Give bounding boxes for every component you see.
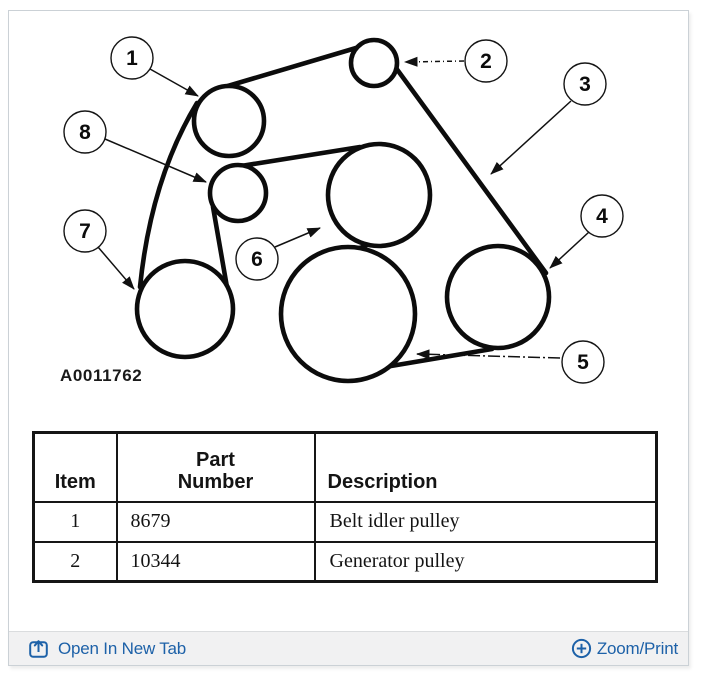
zoom-print-button[interactable]: Zoom/Print xyxy=(571,638,678,659)
callout-arrow-7 xyxy=(97,246,135,290)
zoom-plus-icon xyxy=(571,638,591,659)
callout-number: 1 xyxy=(126,47,138,70)
callout-number: 5 xyxy=(577,351,589,374)
callout-arrow-3 xyxy=(490,100,572,175)
parts-table: Item Part Number Description 1 8679 Belt… xyxy=(32,431,658,583)
callout-number: 3 xyxy=(579,73,591,96)
callout-bubble-8 xyxy=(63,110,107,154)
pulley-crankshaft-5 xyxy=(278,244,418,384)
callout-bubble-5 xyxy=(561,340,605,384)
pulley-idler-1 xyxy=(191,83,267,159)
table-header-row: Item Part Number Description xyxy=(32,431,658,503)
cell-part-number: 8679 xyxy=(115,500,316,543)
callout-number: 7 xyxy=(79,220,91,243)
callout-number: 6 xyxy=(251,248,263,271)
viewer-footer-bar: Open In New Tab Zoom/Print xyxy=(9,631,688,665)
pulley-8 xyxy=(207,162,269,224)
open-in-new-tab-icon xyxy=(29,640,48,658)
belt-segment xyxy=(238,144,363,169)
pulley-6 xyxy=(325,141,433,249)
callout-arrow-8 xyxy=(104,138,207,183)
callout-bubble-1 xyxy=(110,36,154,80)
cell-description: Belt idler pulley xyxy=(313,500,658,543)
pulley-7 xyxy=(134,258,236,360)
callout-arrow-2 xyxy=(404,56,465,67)
table-row: 1 8679 Belt idler pulley xyxy=(32,500,658,543)
pulley-generator-2 xyxy=(348,37,400,89)
column-header-item: Item xyxy=(32,431,118,503)
zoom-print-label: Zoom/Print xyxy=(596,638,678,658)
callout-bubble-7 xyxy=(63,209,107,253)
cell-description: Generator pulley xyxy=(313,540,658,583)
callout-arrow-4 xyxy=(549,231,590,269)
diagram-viewer-panel: 1 2 3 4 5 6 7 8 A0011762 Item Part Numbe… xyxy=(8,10,689,666)
column-header-part-number: Part Number xyxy=(115,431,316,503)
belt-segment xyxy=(393,65,549,276)
callout-bubble-2 xyxy=(464,39,508,83)
callout-arrow-6 xyxy=(274,227,321,248)
open-in-new-tab-label: Open In New Tab xyxy=(58,638,187,658)
figure-code: A0011762 xyxy=(60,366,142,385)
cell-item: 1 xyxy=(32,500,118,543)
belt-segment xyxy=(218,45,359,91)
open-in-new-tab-button[interactable]: Open In New Tab xyxy=(28,638,186,659)
callout-arrow-1 xyxy=(149,68,199,97)
pulley-4 xyxy=(444,243,552,351)
callout-bubble-4 xyxy=(580,194,624,238)
table-row: 2 10344 Generator pulley xyxy=(32,540,658,583)
column-header-description: Description xyxy=(313,431,658,503)
belt-routing-diagram: 1 2 3 4 5 6 7 8 A0011762 xyxy=(60,36,624,385)
cell-item: 2 xyxy=(32,540,118,583)
callout-arrow-5 xyxy=(416,349,561,360)
callout-number: 4 xyxy=(596,205,608,228)
callout-number: 8 xyxy=(79,121,91,144)
belt-path xyxy=(137,45,549,369)
belt-segment xyxy=(137,100,200,290)
callout-bubble-6 xyxy=(235,237,279,281)
callout-number: 2 xyxy=(480,50,492,73)
belt-segment xyxy=(388,346,495,369)
cell-part-number: 10344 xyxy=(115,540,316,583)
callout-bubble-3 xyxy=(563,62,607,106)
belt-segment xyxy=(210,204,231,296)
